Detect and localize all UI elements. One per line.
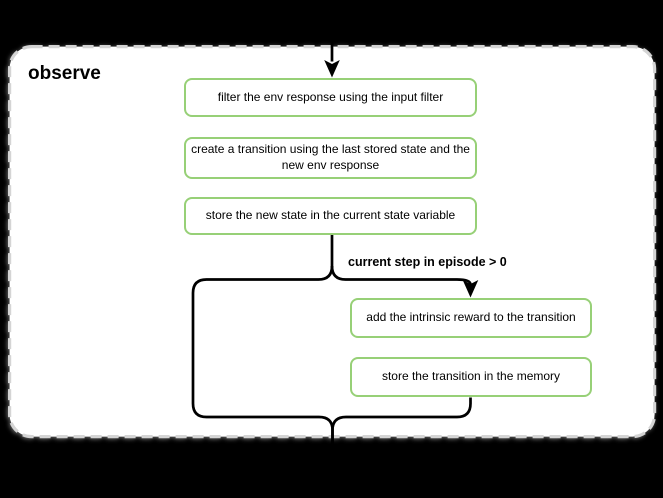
- node-label: filter the env response using the input …: [217, 89, 444, 104]
- flow-condition-branch: [330, 265, 472, 285]
- node-store-new-state: store the new state in the current state…: [184, 197, 477, 235]
- node-label: add the intrinsic reward to the transiti…: [366, 310, 576, 325]
- node-add-intrinsic-reward: add the intrinsic reward to the transiti…: [350, 298, 592, 338]
- node-label: create a transition using the last store…: [191, 142, 470, 172]
- node-label: store the new state in the current state…: [205, 208, 456, 223]
- node-label: store the transition in the memory: [381, 369, 561, 384]
- flow-skip-branch: [191, 265, 334, 455]
- node-store-transition: store the transition in the memory: [350, 357, 592, 397]
- node-filter-env-response: filter the env response using the input …: [184, 78, 477, 117]
- group-title: observe: [28, 63, 101, 84]
- condition-edge-label: current step in episode > 0: [348, 255, 507, 269]
- arrow-down-icon: [324, 60, 340, 78]
- arrow-down-icon: [462, 280, 479, 298]
- flow-merge-exit: [331, 397, 472, 455]
- node-create-transition: create a transition using the last store…: [184, 137, 477, 179]
